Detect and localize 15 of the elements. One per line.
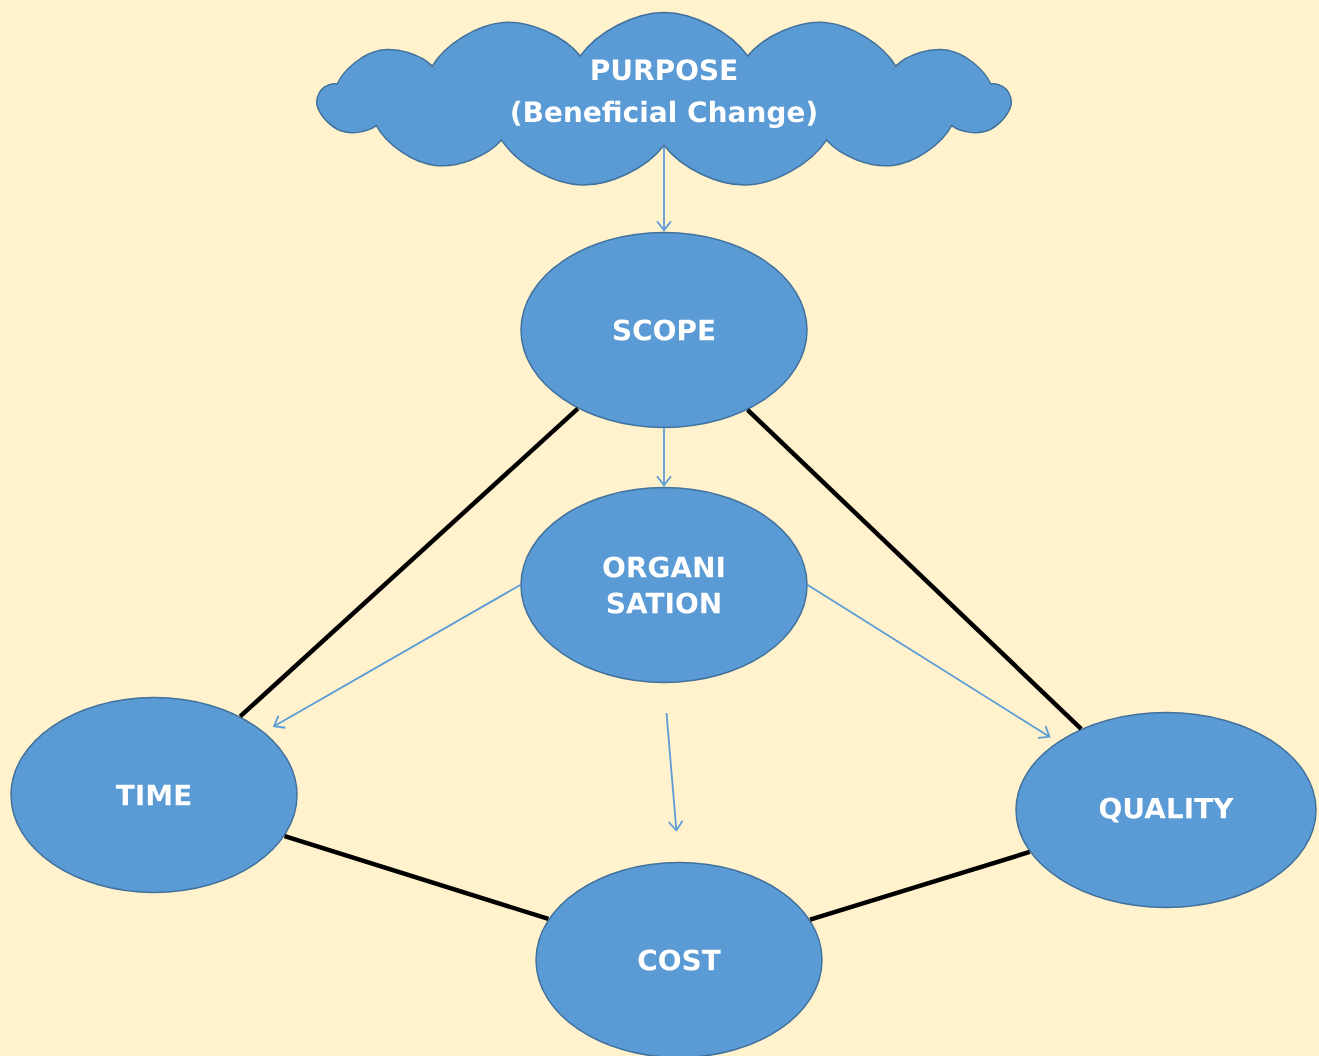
ellipse-node: QUALITY xyxy=(1015,711,1317,909)
connector-line xyxy=(746,408,1083,731)
arrow xyxy=(806,584,1051,739)
ellipse-node: SCOPE xyxy=(520,231,808,429)
connector-line xyxy=(809,849,1031,922)
connector-line xyxy=(283,833,550,922)
connector-line xyxy=(238,406,580,719)
ellipse-node: TIME xyxy=(10,696,298,894)
arrow xyxy=(656,427,672,487)
arrow xyxy=(665,712,684,832)
ellipse-node: ORGANI SATION xyxy=(520,486,808,684)
arrow xyxy=(656,145,672,232)
arrow xyxy=(272,584,522,729)
ellipse-node: COST xyxy=(535,861,823,1056)
cloud: PURPOSE (Beneficial Change) xyxy=(316,11,1012,186)
